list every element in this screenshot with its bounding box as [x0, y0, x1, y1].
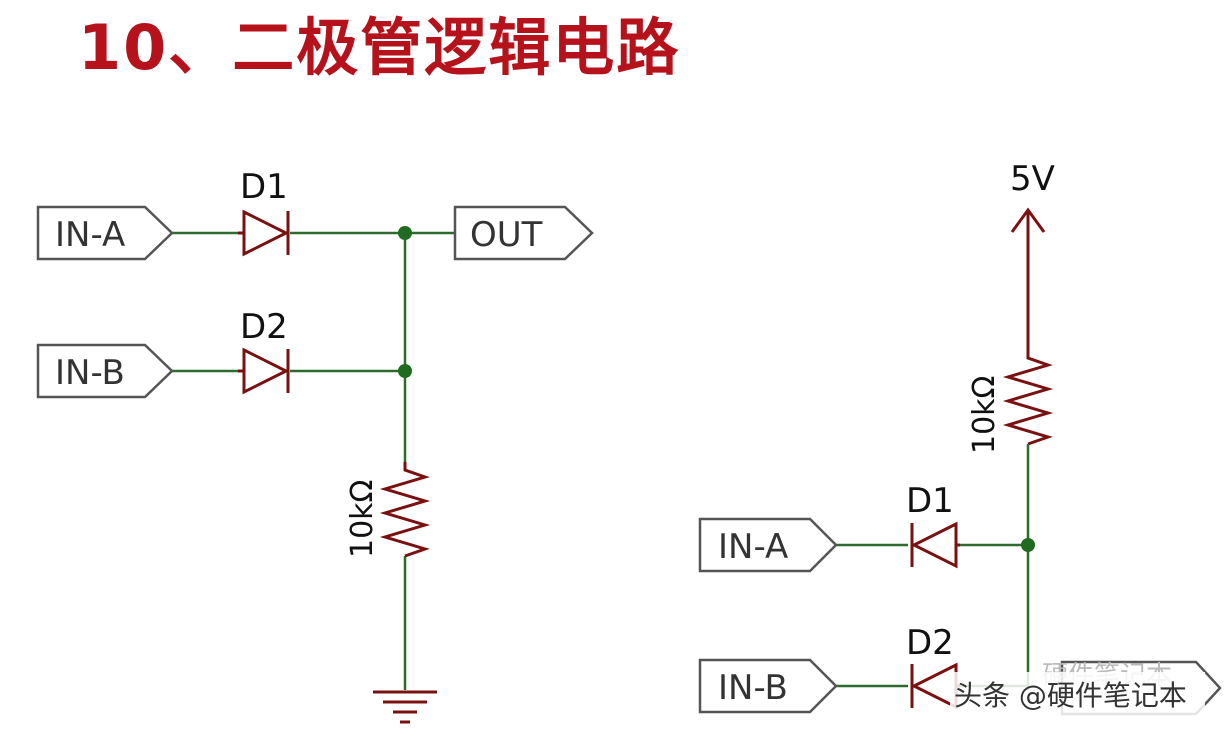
left-resistor-label: 10kΩ: [345, 480, 380, 558]
left-diode-d1-label: D1: [240, 167, 288, 207]
left-port-out: OUT: [453, 205, 594, 261]
right-resistor-label: 10kΩ: [967, 376, 1002, 454]
watermark: 硬件笔记本 头条 @硬件笔记本: [950, 661, 1205, 716]
left-port-in-a: IN-A: [36, 205, 174, 261]
ground-icon: [373, 690, 437, 724]
left-port-in-b: IN-B: [36, 343, 174, 399]
left-diode-d2: D2: [238, 307, 290, 395]
supply-arrow-icon: [1010, 207, 1046, 352]
right-junction-top: [1021, 538, 1035, 552]
left-port-out-label: OUT: [470, 215, 543, 255]
left-diode-d2-label: D2: [240, 307, 288, 347]
right-diode-d2-label: D2: [906, 623, 954, 663]
right-port-in-a: IN-A: [698, 517, 838, 573]
right-circuit: 5V 10kΩ IN-A IN-B D1: [698, 159, 1222, 716]
right-port-in-a-label: IN-A: [718, 527, 788, 567]
left-resistor: 10kΩ: [345, 462, 431, 558]
right-port-in-b-label: IN-B: [718, 668, 788, 708]
right-diode-d1: D1: [906, 481, 960, 569]
right-port-in-b: IN-B: [698, 658, 838, 714]
left-circuit: IN-A IN-B OUT D1 D2 10kΩ: [36, 167, 594, 724]
right-diode-d1-label: D1: [906, 481, 954, 521]
right-supply-label: 5V: [1010, 159, 1055, 199]
left-junction-mid: [398, 364, 412, 378]
right-resistor: 10kΩ: [967, 352, 1054, 454]
page-title: 10、二极管逻辑电路: [78, 11, 681, 84]
watermark-text: 头条 @硬件笔记本: [954, 679, 1187, 712]
left-junction-top: [398, 226, 412, 240]
left-diode-d1: D1: [238, 167, 290, 257]
left-port-in-a-label: IN-A: [55, 215, 125, 255]
left-port-in-b-label: IN-B: [55, 353, 125, 393]
